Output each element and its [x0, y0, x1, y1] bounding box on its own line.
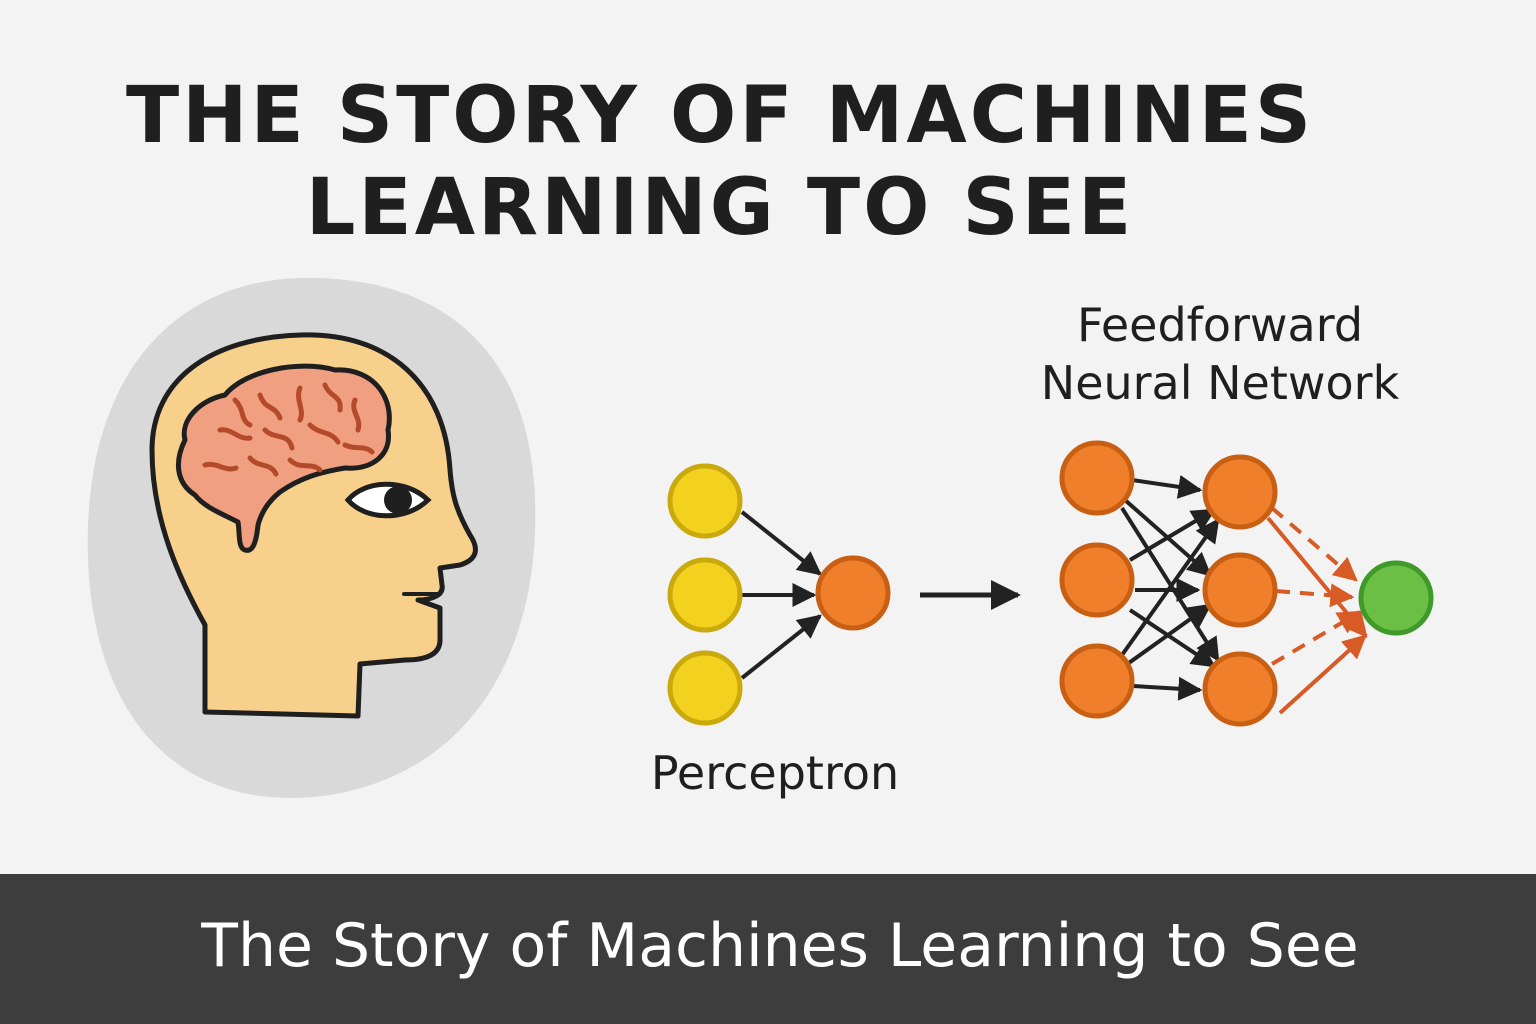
ffnn-input-node-2	[1059, 542, 1135, 618]
ffnn-edge	[1120, 506, 1220, 663]
perceptron-input-node-1	[667, 463, 743, 539]
footer-bar	[0, 874, 1536, 1024]
diagram-illustration	[87, 277, 1434, 798]
ffnn-edge	[1132, 676, 1203, 701]
ffnn-hidden-node-3	[1202, 651, 1278, 727]
perceptron-output-node	[815, 555, 891, 631]
feedforward-network-label-line-1: Feedforward	[1076, 298, 1364, 352]
feedforward-network-label-line-2: Neural Network	[1040, 356, 1400, 410]
ffnn-edge	[1131, 474, 1203, 499]
footer-caption: The Story of Machines Learning to See	[201, 911, 1359, 981]
ffnn-output-edge	[1275, 583, 1355, 608]
main-title-line-1: THE STORY OF MACHINES	[125, 71, 1315, 161]
ffnn-edge	[1124, 603, 1212, 667]
brain-icon	[175, 363, 392, 553]
ffnn-hidden-node-2	[1202, 552, 1278, 628]
ffnn-input-node-3	[1059, 643, 1135, 719]
perceptron-edge-1	[740, 510, 822, 576]
perceptron-input-node-2	[667, 557, 743, 633]
ffnn-hidden-node-1	[1202, 454, 1278, 530]
ffnn-input-node-1	[1059, 440, 1135, 516]
ffnn-output-edge	[1270, 506, 1358, 582]
ffnn-edge	[1128, 608, 1216, 668]
ffnn-edge	[1120, 518, 1220, 657]
feedforward-network-diagram	[1059, 440, 1434, 727]
ffnn-output-edge	[1270, 610, 1363, 666]
ffnn-output-edge	[1278, 634, 1367, 715]
main-title-line-2: LEARNING TO SEE	[305, 163, 1135, 253]
ffnn-output-node	[1358, 560, 1434, 636]
perceptron-input-node-3	[667, 650, 743, 726]
perceptron-diagram	[667, 463, 891, 726]
feedforward-network-label: Feedforward Neural Network	[980, 296, 1460, 412]
eye-icon	[344, 481, 432, 519]
perceptron-label: Perceptron	[650, 746, 900, 800]
perceptron-edge-3	[740, 614, 822, 680]
main-title: THE STORY OF MACHINES LEARNING TO SEE	[0, 70, 1440, 254]
head-illustration	[87, 277, 536, 798]
